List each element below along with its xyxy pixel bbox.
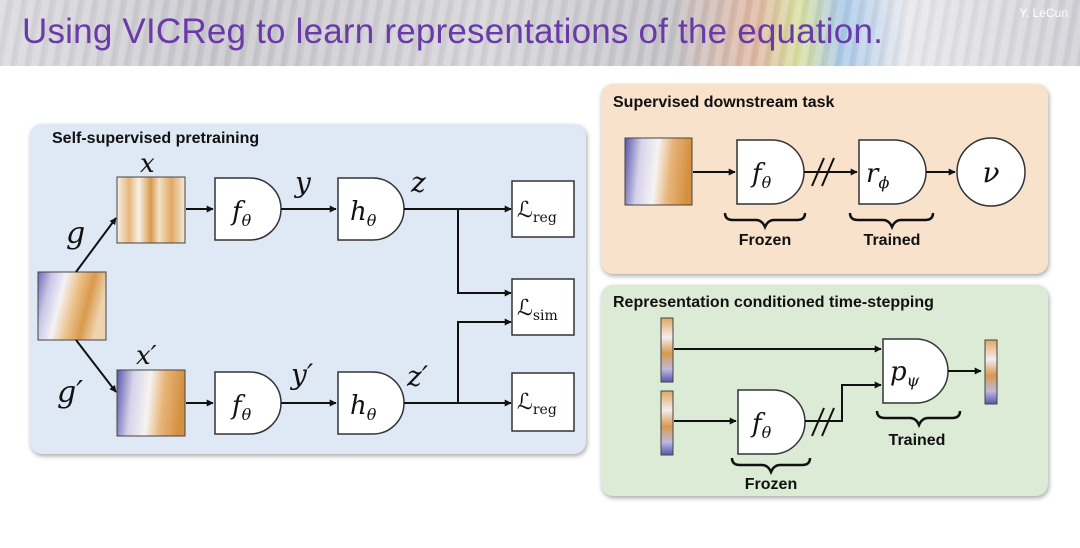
svg-text:hθ: hθ [350,391,377,424]
stop-gradient-ds [811,157,835,187]
svg-text:ν: ν [982,156,999,189]
predicted-state-strip [984,339,998,405]
trained-brace-ts [875,410,962,429]
svg-text:pψ: pψ [890,357,920,390]
svg-text:rϕ: rϕ [866,159,889,192]
history-strip-input [660,390,674,456]
label-z-prime: z′ [406,360,429,393]
downstream-input-image [624,137,693,206]
trained-label-ds: Trained [864,232,921,249]
view-x-prime-image [116,369,186,437]
predictor-p-psi: pψ [882,338,949,404]
output-nu: ν [956,137,1026,207]
projector-top: hθ [337,177,405,241]
loss-reg-bottom: ℒreg [511,372,575,432]
svg-text:ℒreg: ℒreg [517,198,557,226]
connector-z-to-sim [457,209,512,297]
view-x-image [116,176,186,244]
encoder-downstream: fθ [736,139,805,205]
encoder-top: fθ [214,177,282,241]
label-y-prime: y′ [289,358,314,391]
frozen-brace-ds [723,212,807,231]
slide-title: Using VICReg to learn representations of… [22,12,884,51]
banner-texture [0,0,1080,66]
connector-z-prime-to-sim [457,318,512,403]
timestepping-panel [601,285,1048,496]
projector-bottom: hθ [337,371,405,435]
title-banner [0,0,1080,66]
author-credit: Y. LeCun [1019,6,1069,20]
label-g-prime: g′ [57,375,83,410]
label-y: y [293,166,312,199]
downstream-title: Supervised downstream task [613,94,835,111]
frozen-label-ts: Frozen [745,476,797,493]
label-g-main: g [66,216,85,251]
svg-text:ℒreg: ℒreg [517,390,557,418]
frozen-label-ds: Frozen [739,232,791,249]
loss-reg-top: ℒreg [511,180,575,238]
head-r-phi: rϕ [858,139,927,205]
label-z: z [410,166,426,199]
label-x-prime: x′ [136,341,157,371]
arrow-encoder-to-predictor [805,381,882,422]
arrow-g [75,217,117,273]
timestepping-title: Representation conditioned time-stepping [613,294,934,311]
label-x: x [140,149,155,179]
trained-brace-ds [848,212,935,231]
pretraining-title: Self-supervised pretraining [52,130,260,147]
trained-label-ts: Trained [889,432,946,449]
stop-gradient-ts [811,407,835,437]
input-field-image [37,271,107,341]
svg-text:hθ: hθ [350,197,377,230]
loss-sim: ℒsim [511,278,575,336]
arrow-g-prime [75,339,117,393]
state-strip-input [660,317,674,383]
svg-text:ℒsim: ℒsim [517,296,558,324]
frozen-brace-ts [730,457,812,476]
encoder-bottom: fθ [214,371,282,435]
encoder-timestep: fθ [737,389,806,455]
